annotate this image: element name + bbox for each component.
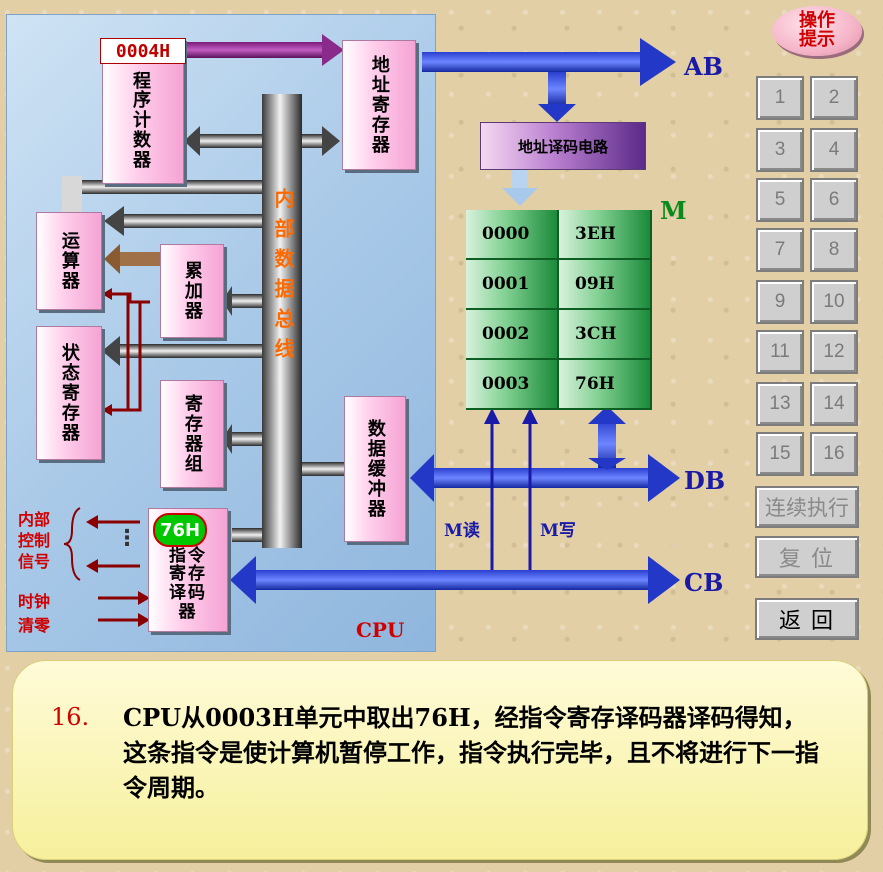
memory-content: 3EH	[559, 210, 652, 258]
memory-address: 0000	[466, 210, 559, 258]
alu-label: 运算器	[58, 231, 80, 291]
m-read-label: M读	[444, 521, 480, 541]
step-button-8[interactable]: 8	[810, 228, 858, 272]
address-bus	[422, 52, 644, 72]
internal-bus-label: 内部数据总线	[271, 188, 295, 368]
explanation-text: CPU从0003H单元中取出76H，经指令寄存译码器译码得知，这条指令是使计算机…	[123, 703, 819, 802]
signal-dots: ⋮	[116, 526, 138, 551]
step-button-1[interactable]: 1	[756, 76, 804, 120]
step-button-7[interactable]: 7	[756, 228, 804, 272]
data-bus-label: DB	[684, 466, 726, 495]
accumulator-label: 累加器	[181, 261, 203, 321]
memory-label: M	[660, 196, 687, 225]
memory-address: 0003	[466, 360, 559, 408]
step-button-12[interactable]: 12	[810, 330, 858, 374]
program-counter-label: 程序计数器	[133, 70, 153, 171]
memory-content: 09H	[559, 260, 652, 308]
step-button-9[interactable]: 9	[756, 280, 804, 324]
step-button-2[interactable]: 2	[810, 76, 858, 120]
cpu-label: CPU	[356, 618, 405, 642]
address-register: 地址寄存器	[342, 40, 416, 170]
hint-button[interactable]: 操作 提示	[772, 6, 862, 56]
instruction-register-value: 76H	[153, 513, 207, 547]
internal-bus-links	[62, 126, 344, 542]
step-number: 16.	[51, 703, 90, 731]
memory-row: 0000 3EH	[466, 210, 652, 260]
address-bus-label: AB	[684, 52, 723, 81]
status-register-label: 状态寄存器	[58, 343, 80, 443]
back-button[interactable]: 返 回	[755, 598, 859, 640]
memory-table: 0000 3EH 0001 09H 0002 3CH 0003 76H	[466, 210, 652, 410]
pc-to-ar-arrow	[184, 42, 324, 58]
step-button-11[interactable]: 11	[756, 330, 804, 374]
continuous-run-button[interactable]: 连续执行	[755, 486, 859, 528]
data-bus	[432, 468, 650, 488]
data-buffer: 数据缓冲器	[344, 396, 406, 542]
data-buffer-label: 数据缓冲器	[364, 419, 386, 519]
memory-address: 0002	[466, 310, 559, 358]
step-button-3[interactable]: 3	[756, 128, 804, 172]
memory-row: 0003 76H	[466, 360, 652, 410]
instruction-decoder-label: 指令寄存译码器	[169, 545, 207, 622]
alu: 运算器	[36, 212, 102, 310]
internal-control-signal-label: 内部 控制 信号	[18, 510, 51, 571]
status-register: 状态寄存器	[36, 326, 102, 460]
memory-row: 0002 3CH	[466, 310, 652, 360]
register-bank: 寄存器组	[160, 380, 224, 488]
step-button-14[interactable]: 14	[810, 382, 858, 426]
step-button-15[interactable]: 15	[756, 432, 804, 476]
control-bus	[254, 570, 650, 590]
step-button-10[interactable]: 10	[810, 280, 858, 324]
address-decoder: 地址译码电路	[480, 122, 646, 170]
explanation-panel: 16. CPU从0003H单元中取出76H，经指令寄存译码器译码得知，这条指令是…	[12, 660, 868, 860]
memory-content: 3CH	[559, 310, 652, 358]
address-register-label: 地址寄存器	[368, 55, 390, 155]
memory-content: 76H	[559, 360, 652, 408]
control-bus-label: CB	[684, 568, 724, 597]
internal-bus-bar	[262, 94, 302, 548]
accumulator: 累加器	[160, 244, 224, 338]
address-decoder-label: 地址译码电路	[517, 137, 608, 156]
step-button-16[interactable]: 16	[810, 432, 858, 476]
memory-row: 0001 09H	[466, 260, 652, 310]
step-button-6[interactable]: 6	[810, 178, 858, 222]
clock-label: 时钟	[18, 592, 51, 611]
memory-address: 0001	[466, 260, 559, 308]
step-button-13[interactable]: 13	[756, 382, 804, 426]
step-button-4[interactable]: 4	[810, 128, 858, 172]
hint-button-label: 操作 提示	[799, 10, 835, 50]
m-write-label: M写	[540, 521, 576, 541]
reset-button[interactable]: 复 位	[755, 536, 859, 578]
program-counter-value: 0004H	[100, 38, 186, 64]
register-bank-label: 寄存器组	[181, 394, 203, 474]
step-button-5[interactable]: 5	[756, 178, 804, 222]
reset-signal-label: 清零	[18, 616, 51, 635]
